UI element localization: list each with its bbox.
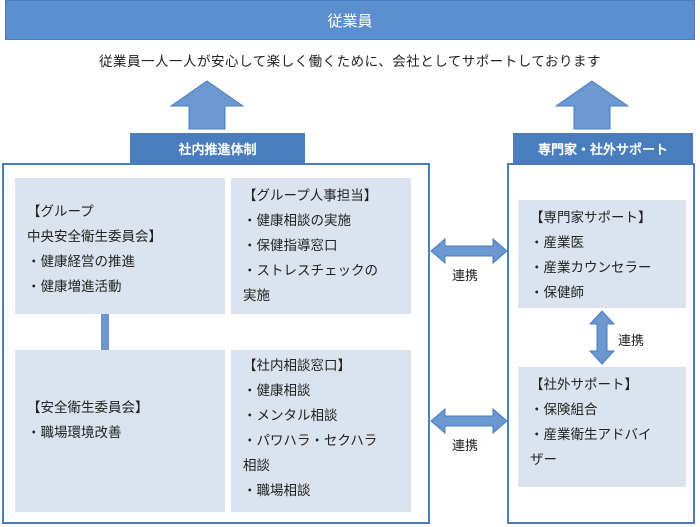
external-tag-label: 専門家・社外サポート bbox=[537, 142, 668, 158]
up-arrow-icon bbox=[170, 80, 244, 130]
outside-support-box: 【社外サポート】 ・保険組合 ・産業衛生アドバイ ザー bbox=[518, 367, 686, 487]
box-title: 【社内相談窓口】 bbox=[243, 358, 351, 374]
link-label-upper: 連携 bbox=[452, 269, 479, 284]
box-item: ・職場環境改善 bbox=[27, 425, 122, 441]
box-item: ・パワハラ・セクハラ bbox=[243, 433, 378, 449]
box-item: ・ストレスチェックの bbox=[243, 263, 378, 279]
box-item: ・健康経営の推進 bbox=[27, 254, 135, 270]
box-item: ・産業医 bbox=[530, 235, 584, 251]
double-arrow-icon bbox=[430, 407, 508, 438]
box-item: ・産業カウンセラー bbox=[530, 260, 652, 276]
vertical-double-arrow-icon bbox=[588, 310, 616, 369]
box-item: ・保健指導窓口 bbox=[243, 238, 338, 254]
box-item: ・健康相談 bbox=[243, 383, 311, 399]
mission-text: 従業員一人一人が安心して楽しく働くために、会社としてサポートしております bbox=[99, 54, 601, 70]
box-item: ・産業衛生アドバイ bbox=[530, 427, 652, 443]
box-item: ・メンタル相談 bbox=[243, 408, 338, 424]
box-item: ・健康相談の実施 bbox=[243, 213, 351, 229]
employee-banner: 従業員 bbox=[5, 0, 695, 40]
box-item: ザー bbox=[530, 452, 557, 468]
connector-line bbox=[101, 314, 109, 350]
box-item: ・保険組合 bbox=[530, 402, 598, 418]
external-tag: 専門家・社外サポート bbox=[513, 133, 693, 163]
consult-desk-box: 【社内相談窓口】 ・健康相談 ・メンタル相談 ・パワハラ・セクハラ 相談 ・職場… bbox=[231, 350, 411, 512]
link-label-lower: 連携 bbox=[452, 439, 479, 454]
up-arrow-icon bbox=[555, 80, 629, 130]
link-label-vertical: 連携 bbox=[618, 334, 645, 349]
box-title: 【安全衛生委員会】 bbox=[27, 400, 149, 416]
box-title: 中央安全衛生委員会】 bbox=[27, 229, 162, 245]
box-item: ・健康増進活動 bbox=[27, 279, 122, 295]
group-committee-box: 【グループ 中央安全衛生委員会】 ・健康経営の推進 ・健康増進活動 bbox=[15, 178, 225, 314]
box-item: ・保健師 bbox=[530, 285, 584, 301]
box-title: 【グループ bbox=[27, 204, 94, 220]
internal-tag: 社内推進体制 bbox=[130, 133, 305, 163]
internal-tag-label: 社内推進体制 bbox=[178, 142, 257, 158]
hr-contact-box: 【グループ人事担当】 ・健康相談の実施 ・保健指導窓口 ・ストレスチェックの 実… bbox=[231, 178, 411, 314]
safety-committee-box: 【安全衛生委員会】 ・職場環境改善 bbox=[15, 350, 225, 512]
double-arrow-icon bbox=[430, 237, 508, 268]
box-title: 【社外サポート】 bbox=[530, 377, 638, 393]
box-title: 【専門家サポート】 bbox=[530, 210, 652, 226]
box-item: 実施 bbox=[243, 288, 270, 304]
box-item: ・職場相談 bbox=[243, 483, 311, 499]
box-title: 【グループ人事担当】 bbox=[243, 188, 378, 204]
box-item: 相談 bbox=[243, 458, 270, 474]
employee-banner-label: 従業員 bbox=[327, 11, 373, 30]
experts-box: 【専門家サポート】 ・産業医 ・産業カウンセラー ・保健師 bbox=[518, 200, 686, 308]
